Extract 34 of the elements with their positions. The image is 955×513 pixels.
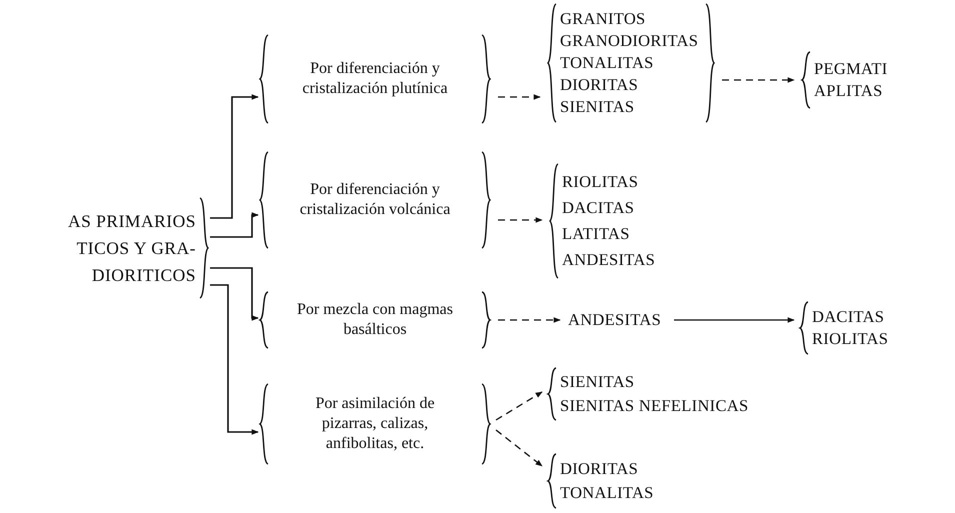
rock-group-text: AS PRIMARIOS TICOS Y GRA- DIORITICOS bbox=[66, 210, 196, 286]
rock-name: GRANITOS bbox=[560, 8, 646, 30]
rock-name: TONALITAS bbox=[560, 52, 654, 74]
arrow bbox=[722, 77, 795, 83]
arrow bbox=[496, 391, 543, 421]
arrow bbox=[498, 217, 543, 223]
rock-name: DIORITAS bbox=[560, 74, 638, 96]
rock-name: RIOLITAS bbox=[562, 171, 638, 193]
arrow bbox=[210, 267, 259, 321]
arrow bbox=[674, 317, 795, 323]
process-text: Por diferenciación y cristalización volcánica bbox=[298, 180, 452, 220]
rock-name: SIENITAS bbox=[560, 371, 634, 393]
rock-name: GRANODIORITAS bbox=[560, 30, 698, 52]
rock-name: ANDESITAS bbox=[562, 249, 656, 271]
rock-name: LATITAS bbox=[562, 223, 630, 245]
rock-name: TONALITAS bbox=[560, 482, 654, 504]
arrow bbox=[210, 94, 259, 219]
arrow bbox=[210, 284, 259, 435]
rock-name: DACITAS bbox=[812, 306, 884, 328]
rock-name: SIENITAS NEFELINICAS bbox=[560, 395, 748, 417]
rock-name: APLITAS bbox=[814, 80, 883, 102]
rock-name: PEGMATI bbox=[814, 58, 888, 80]
rock-name: RIOLITAS bbox=[812, 328, 888, 350]
arrow bbox=[210, 212, 259, 238]
arrow bbox=[498, 94, 541, 100]
process-text: Por diferenciación y cristalización plutínica bbox=[301, 59, 449, 99]
arrow bbox=[498, 317, 561, 323]
rock-name: DIORITAS bbox=[560, 458, 638, 480]
rock-name: ANDESITAS bbox=[568, 309, 662, 331]
arrow bbox=[496, 429, 543, 467]
rock-name: SIENITAS bbox=[560, 96, 634, 118]
process-text: Por mezcla con magmas basálticos bbox=[296, 300, 454, 340]
process-text: Por asimilación de pizarras, calizas, anfibolitas, etc. bbox=[314, 394, 436, 454]
rock-name: DACITAS bbox=[562, 197, 634, 219]
